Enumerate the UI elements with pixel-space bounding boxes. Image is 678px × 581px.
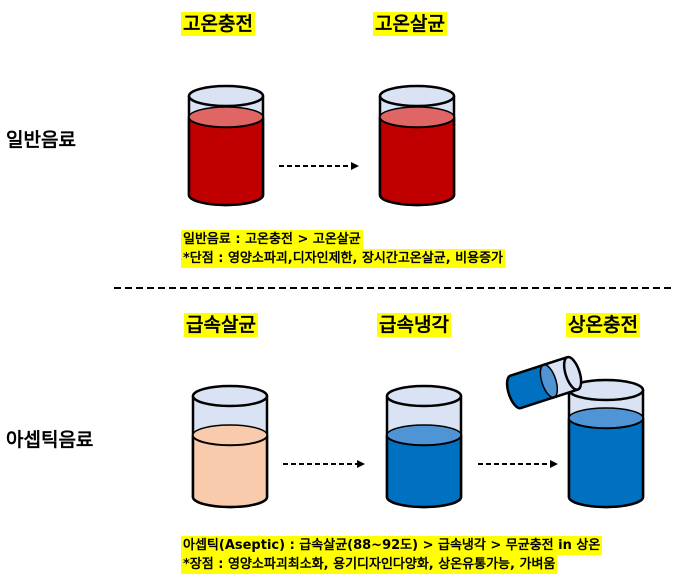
note-aseptic-pros: *장점 : 영양소파괴최소화, 용기디자인다양화, 상온유통가능, 가벼움 — [181, 555, 558, 574]
beaker-hot-sterilize — [378, 84, 456, 207]
pouring-cup — [505, 355, 583, 410]
beaker-room-temp-fill — [567, 378, 645, 509]
row-label-aseptic: 아셉틱음료 — [6, 429, 94, 451]
step-title-hot-fill: 고온충전 — [181, 12, 255, 36]
note-aseptic-process: 아셉틱(Aseptic) : 급속살균(88~92도) > 급속냉각 > 무균충… — [181, 536, 603, 555]
note-general-process: 일반음료 : 고온충전 > 고온살균 — [181, 230, 363, 249]
step-title-rapid-cool: 급속냉각 — [377, 313, 451, 337]
note-general-cons: *단점 : 영양소파괴,디자인제한, 장시간고온살균, 비용증가 — [181, 249, 505, 268]
step-title-rapid-sterilize: 급속살균 — [184, 313, 258, 337]
beaker-rapid-sterilize — [191, 384, 269, 509]
beaker-rapid-cool — [385, 384, 463, 509]
step-title-room-temp-fill: 상온충전 — [566, 313, 640, 337]
beaker-hot-fill — [187, 84, 265, 207]
row-label-general: 일반음료 — [6, 129, 76, 151]
step-title-hot-sterilize: 고온살균 — [373, 12, 447, 36]
